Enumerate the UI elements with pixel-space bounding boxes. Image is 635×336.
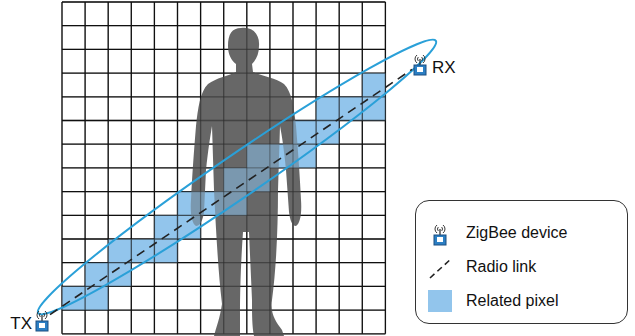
grid-line <box>62 144 385 145</box>
related-pixel <box>201 192 224 216</box>
grid-line <box>62 120 385 121</box>
legend-dashed-line <box>428 256 454 280</box>
grid-line <box>62 286 385 287</box>
grid-line <box>62 167 385 168</box>
device-window <box>39 323 45 328</box>
legend-row: ZigBee device <box>416 219 627 249</box>
legend-row: Related pixel <box>416 287 627 317</box>
zigbee-device: TX <box>34 308 50 332</box>
grid-line <box>62 333 385 334</box>
related-pixel <box>154 215 177 239</box>
related-pixel <box>178 215 201 239</box>
related-pixel <box>362 73 385 97</box>
related-pixel <box>339 97 362 121</box>
legend-swatch <box>428 290 452 312</box>
fresnel-ellipse <box>26 24 447 331</box>
grid-line <box>62 238 385 239</box>
device-window <box>437 237 443 242</box>
grid-line <box>62 1 385 2</box>
grid-line <box>62 191 385 192</box>
device-icon <box>34 308 50 332</box>
related-pixel <box>108 263 131 287</box>
related-pixel <box>362 73 385 97</box>
grid-line <box>62 96 385 97</box>
grid-line <box>62 167 385 168</box>
related-pixel <box>154 239 177 263</box>
related-pixel <box>293 121 316 145</box>
pixel-grid <box>62 2 385 334</box>
device-label: RX <box>432 58 456 78</box>
grid-line <box>62 1 385 2</box>
related-pixel <box>85 263 108 287</box>
grid-line <box>62 215 385 216</box>
related-pixel <box>154 239 177 263</box>
legend-label: Related pixel <box>466 292 559 310</box>
related-pixel <box>247 144 270 168</box>
grid-line <box>62 96 385 97</box>
related-pixel <box>108 263 131 287</box>
zigbee-device: RX <box>412 52 428 76</box>
related-pixel <box>154 215 177 239</box>
grid-line <box>62 72 385 73</box>
device-body <box>36 321 48 331</box>
related-pixel <box>201 192 224 216</box>
grid-line <box>62 262 385 263</box>
related-pixel <box>247 144 270 168</box>
related-pixel <box>178 215 201 239</box>
grid-line <box>62 144 385 145</box>
grid-line <box>62 120 385 121</box>
device-body <box>414 65 426 75</box>
radio-link <box>50 69 412 314</box>
grid-line <box>62 72 385 73</box>
related-pixel <box>316 97 339 121</box>
related-pixel <box>178 192 201 216</box>
device-label: TX <box>10 314 32 334</box>
grid-line <box>62 215 385 216</box>
device-window <box>417 67 423 72</box>
grid-line <box>62 191 385 192</box>
related-pixel <box>270 144 293 168</box>
related-pixel <box>224 168 247 192</box>
grid-line <box>62 333 385 334</box>
related-pixel <box>316 97 339 121</box>
related-pixel <box>85 263 108 287</box>
legend-device-icon <box>432 222 448 246</box>
related-pixel <box>270 144 293 168</box>
device-body <box>434 235 446 245</box>
device-icon <box>412 52 428 76</box>
legend-row: Radio link <box>416 253 627 283</box>
related-pixel <box>339 97 362 121</box>
grid-line <box>62 25 385 26</box>
legend-label: Radio link <box>466 258 536 276</box>
legend-box: ZigBee deviceRadio linkRelated pixel <box>415 200 628 324</box>
person-silhouette <box>191 28 302 336</box>
grid-line <box>62 49 385 50</box>
legend-label: ZigBee device <box>466 224 567 242</box>
legend-line <box>430 258 452 278</box>
grid-line <box>62 286 385 287</box>
grid-line <box>62 49 385 50</box>
grid-line <box>62 309 385 310</box>
related-pixel <box>224 168 247 192</box>
grid-line <box>62 25 385 26</box>
grid-line <box>62 262 385 263</box>
pixel-grid <box>62 2 385 334</box>
related-pixel <box>178 192 201 216</box>
grid-line <box>62 238 385 239</box>
related-pixel <box>293 121 316 145</box>
grid-line <box>62 309 385 310</box>
